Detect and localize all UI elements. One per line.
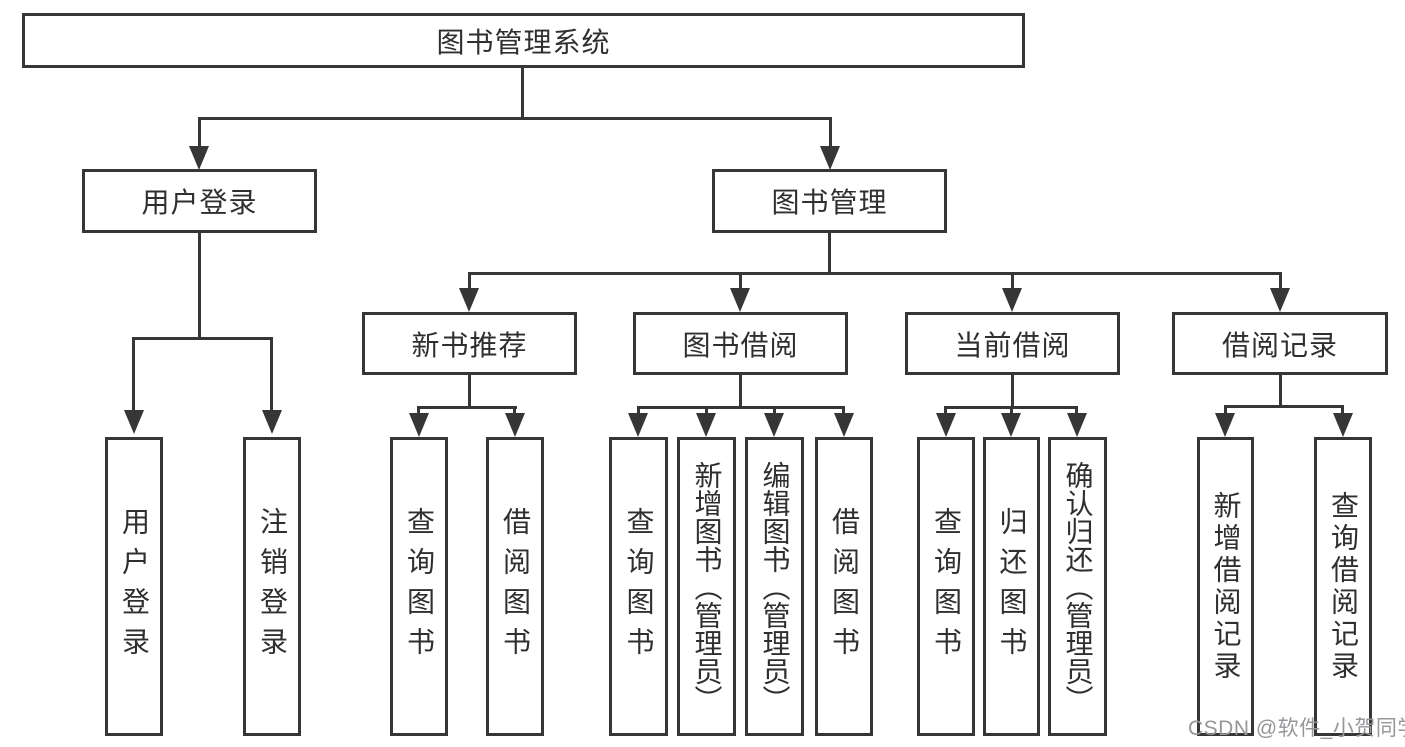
- node-user-login: 用户登录: [82, 169, 317, 233]
- arrowhead: [1002, 288, 1022, 312]
- arrowhead: [936, 413, 956, 437]
- connector-line: [270, 337, 273, 412]
- node-user-login-label: 用户登录: [141, 187, 258, 218]
- connector-line: [468, 272, 1282, 275]
- connector-line: [198, 233, 201, 340]
- arrowhead: [820, 146, 840, 170]
- arrowhead: [1001, 413, 1021, 437]
- leaf-return-books: 归还图书: [983, 437, 1040, 736]
- connector-line: [773, 406, 776, 415]
- connector-line: [521, 68, 524, 118]
- leaf-query-borrow-record: 查询借阅记录: [1314, 437, 1372, 736]
- arrowhead: [459, 288, 479, 312]
- node-book-borrow: 图书借阅: [633, 312, 848, 375]
- connector-line: [1010, 406, 1013, 415]
- arrowhead: [1333, 413, 1353, 437]
- connector-line: [198, 117, 832, 120]
- leaf-logout-label: 注销登录: [257, 506, 288, 667]
- node-book-borrow-label: 图书借阅: [682, 329, 799, 361]
- connector-line: [944, 406, 947, 415]
- arrowhead: [1067, 413, 1087, 437]
- node-root: 图书管理系统: [22, 13, 1025, 68]
- connector-line: [417, 406, 420, 415]
- leaf-add-book-admin-label: 新增图书（管理员）: [691, 460, 723, 713]
- arrowhead: [1215, 413, 1235, 437]
- arrowhead: [696, 413, 716, 437]
- connector-line: [705, 406, 708, 415]
- connector-line: [1341, 405, 1344, 415]
- leaf-add-book-admin: 新增图书（管理员）: [677, 437, 736, 736]
- connector-line: [513, 406, 516, 415]
- leaf-user-login-label: 用户登录: [119, 506, 150, 667]
- leaf-return-books-label: 归还图书: [996, 506, 1028, 667]
- connector-line: [1011, 375, 1014, 409]
- leaf-query-books-borrow-label: 查询图书: [623, 506, 655, 667]
- connector-line: [132, 337, 273, 340]
- connector-line: [198, 117, 201, 148]
- connector-line: [828, 233, 831, 275]
- leaf-logout: 注销登录: [243, 437, 301, 736]
- connector-line: [637, 406, 640, 415]
- leaf-query-books-borrow: 查询图书: [609, 437, 668, 736]
- connector-line: [468, 375, 471, 409]
- connector-line: [132, 337, 135, 412]
- leaf-borrow-books: 借阅图书: [815, 437, 873, 736]
- arrowhead: [189, 146, 209, 170]
- connector-line: [1011, 272, 1014, 290]
- csdn-watermark: CSDN @软件_小贺同学: [1188, 717, 1405, 740]
- leaf-borrow-books-recommend: 借阅图书: [486, 437, 544, 736]
- node-new-book-recommend: 新书推荐: [362, 312, 577, 375]
- arrowhead: [834, 413, 854, 437]
- node-current-borrow: 当前借阅: [905, 312, 1120, 375]
- connector-line: [637, 406, 844, 409]
- node-borrow-record-label: 借阅记录: [1221, 329, 1338, 361]
- connector-line: [1075, 406, 1078, 415]
- leaf-query-books-recommend-label: 查询图书: [404, 506, 435, 667]
- leaf-query-books-current-label: 查询图书: [931, 506, 962, 667]
- leaf-query-books-recommend: 查询图书: [390, 437, 448, 736]
- connector-line: [842, 406, 845, 415]
- leaf-borrow-books-label: 借阅图书: [829, 506, 860, 667]
- connector-line: [1279, 375, 1282, 408]
- leaf-query-borrow-record-label: 查询借阅记录: [1328, 490, 1359, 683]
- connector-line: [468, 272, 471, 290]
- arrowhead: [505, 413, 525, 437]
- leaf-confirm-return-admin: 确认归还（管理员）: [1048, 437, 1107, 736]
- leaf-add-borrow-record: 新增借阅记录: [1197, 437, 1254, 736]
- arrowhead: [1270, 288, 1290, 312]
- leaf-edit-book-admin-label: 编辑图书（管理员）: [759, 460, 791, 713]
- node-borrow-record: 借阅记录: [1172, 312, 1388, 375]
- node-root-label: 图书管理系统: [436, 26, 611, 58]
- leaf-edit-book-admin: 编辑图书（管理员）: [745, 437, 804, 736]
- leaf-borrow-books-recommend-label: 借阅图书: [500, 506, 531, 667]
- connector-line: [1224, 405, 1227, 415]
- connector-line: [1279, 272, 1282, 290]
- leaf-user-login: 用户登录: [105, 437, 163, 736]
- connector-line: [417, 406, 517, 409]
- connector-line: [739, 272, 742, 290]
- leaf-confirm-return-admin-label: 确认归还（管理员）: [1062, 460, 1094, 713]
- node-new-book-recommend-label: 新书推荐: [411, 329, 528, 361]
- connector-line: [739, 375, 742, 409]
- arrowhead: [764, 413, 784, 437]
- leaf-query-books-current: 查询图书: [917, 437, 975, 736]
- node-book-management: 图书管理: [712, 169, 947, 233]
- connector-line: [829, 117, 832, 148]
- node-current-borrow-label: 当前借阅: [954, 329, 1071, 361]
- arrowhead: [628, 413, 648, 437]
- leaf-add-borrow-record-label: 新增借阅记录: [1210, 490, 1242, 683]
- arrowhead: [730, 288, 750, 312]
- arrowhead: [262, 410, 282, 434]
- arrowhead: [409, 413, 429, 437]
- node-book-management-label: 图书管理: [771, 187, 888, 218]
- connector-line: [1224, 405, 1344, 408]
- arrowhead: [124, 410, 144, 434]
